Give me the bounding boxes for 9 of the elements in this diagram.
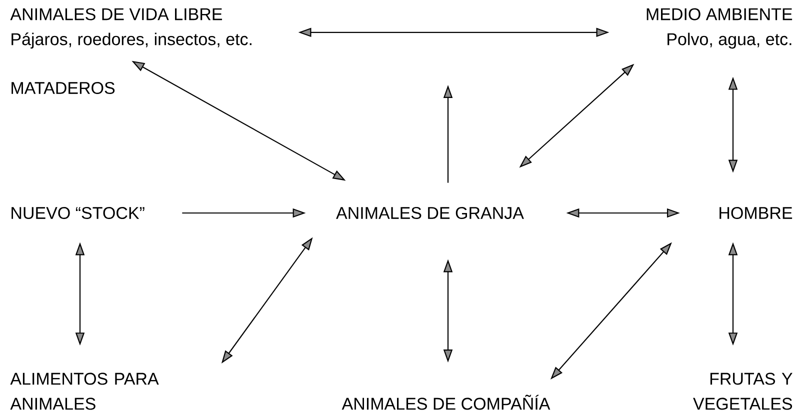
- category-label: MATADEROS: [12, 82, 115, 94]
- category-label: FRUTAS Y VEGETALES: [693, 372, 792, 410]
- category-label: ANIMALES DE VIDA LIBRE Pájaros, roedores, insectos, etc.: [10, 8, 252, 49]
- category-label: ALIMENTOS PARA ANIMALES: [10, 372, 159, 410]
- category-label: ANIMALES DE COMPAÑÍA: [342, 394, 550, 410]
- category-label: ANIMALES DE GRANJA: [336, 206, 524, 220]
- category-label: HOMBRE: [720, 206, 792, 220]
- category-label: MEDIO AMBIENTE Polvo, agua, etc.: [646, 8, 792, 49]
- category-label: NUEVO “STOCK”: [12, 206, 144, 220]
